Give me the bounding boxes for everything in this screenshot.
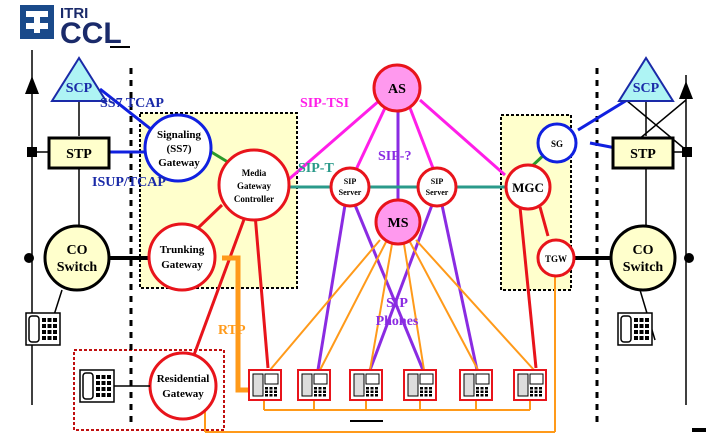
mgc-box-line1: Media — [242, 168, 267, 178]
right-wire-node — [682, 147, 692, 157]
sip-q-label: SIP-? — [378, 149, 411, 164]
media-gateway-controller: Media Gateway Controller — [217, 148, 291, 222]
sip-server-left-line2: Server — [339, 188, 362, 197]
left-wire-node — [27, 147, 37, 157]
sip-server-left: SIP Server — [329, 166, 371, 208]
sg-label: SG — [551, 139, 563, 149]
sip-server-right: SIP Server — [416, 166, 458, 208]
sip-phone-icon — [403, 369, 437, 401]
sip-phone-icon — [513, 369, 547, 401]
sip-t-label: SIP-T — [298, 161, 334, 176]
scp-left-label: SCP — [66, 81, 93, 96]
trunking-gateway-line1: Trunking — [160, 244, 205, 256]
media-server: MS — [374, 198, 422, 246]
ss7-tcap-label: SS7 TCAP — [100, 96, 164, 111]
stp-left: STP — [47, 136, 111, 170]
desk-phone-residential-icon — [79, 369, 115, 403]
co-switch-right: CO Switch — [609, 224, 677, 292]
sip-phones-label-line2: Phones — [376, 314, 419, 329]
scp-left: SCP — [50, 56, 108, 102]
trunking-gateway: Trunking Gateway — [147, 222, 217, 292]
rtp-label: RTP — [218, 323, 246, 338]
sip-tsi-links — [287, 98, 506, 182]
sip-tsi-label: SIP-TSI — [300, 96, 349, 111]
residential-gateway-line1: Residential — [157, 373, 210, 385]
co-switch-left: CO Switch — [43, 224, 111, 292]
residential-area-box — [73, 349, 225, 431]
sip-phone-icon — [297, 369, 331, 401]
itri-ccl-logo: ITRI CCL — [20, 5, 122, 50]
mgc-box-line2: Gateway — [237, 181, 271, 191]
tgw-label: TGW — [545, 254, 567, 264]
corner-marker — [692, 428, 706, 432]
desk-phone-left-icon — [25, 312, 61, 346]
residential-gateway-line2: Gateway — [162, 388, 204, 400]
ms-label: MS — [388, 216, 409, 231]
logo-line2: CCL — [60, 17, 122, 50]
isup-tcap-label: ISUP/TCAP — [92, 175, 166, 190]
trunking-gateway-right: TGW — [536, 238, 576, 278]
rtp-media-links — [204, 239, 556, 433]
co-switch-right-line2: Switch — [623, 260, 664, 275]
mgc-right: MGC — [504, 163, 552, 211]
left-antenna-arrow — [25, 76, 39, 94]
stp-left-label: STP — [66, 147, 92, 162]
signaling-gateway-line1: Signaling — [157, 129, 202, 141]
co-switch-left-line1: CO — [67, 243, 88, 258]
stp-right-label: STP — [630, 147, 656, 162]
right-antenna-arrow — [679, 81, 693, 99]
signaling-gateway: Signaling (SS7) Gateway — [143, 113, 213, 183]
residential-gateway: Residential Gateway — [148, 351, 218, 421]
mgc-right-label: MGC — [512, 180, 544, 195]
scp-right-label: SCP — [633, 81, 660, 96]
trunking-gateway-line2: Gateway — [161, 259, 203, 271]
sip-phone-icon — [459, 369, 493, 401]
signaling-gateway-line3: Gateway — [158, 157, 200, 169]
sip-server-left-line1: SIP — [344, 177, 357, 186]
co-switch-right-line1: CO — [633, 243, 654, 258]
sip-phones-label-line1: SIP — [386, 296, 408, 311]
scp-right: SCP — [617, 56, 675, 102]
mgc-box-line3: Controller — [234, 194, 274, 204]
rtp-trunk-path — [222, 255, 250, 393]
signaling-gateway-right: SG — [536, 122, 578, 164]
desk-phone-right-icon — [617, 312, 653, 346]
stp-right: STP — [611, 136, 675, 170]
co-switch-left-line2: Switch — [57, 260, 98, 275]
signaling-gateway-line2: (SS7) — [166, 143, 191, 155]
as-label: AS — [388, 82, 406, 97]
red-links — [192, 203, 550, 369]
right-line-dot — [684, 253, 694, 263]
sip-phone-icon — [248, 369, 282, 401]
sip-server-right-line2: Server — [426, 188, 449, 197]
sip-phone-icon — [349, 369, 383, 401]
sip-server-right-line1: SIP — [431, 177, 444, 186]
logo-underline — [110, 46, 130, 48]
application-server: AS — [372, 63, 422, 113]
logo-line1: ITRI — [60, 5, 88, 22]
left-line-dot — [24, 253, 34, 263]
